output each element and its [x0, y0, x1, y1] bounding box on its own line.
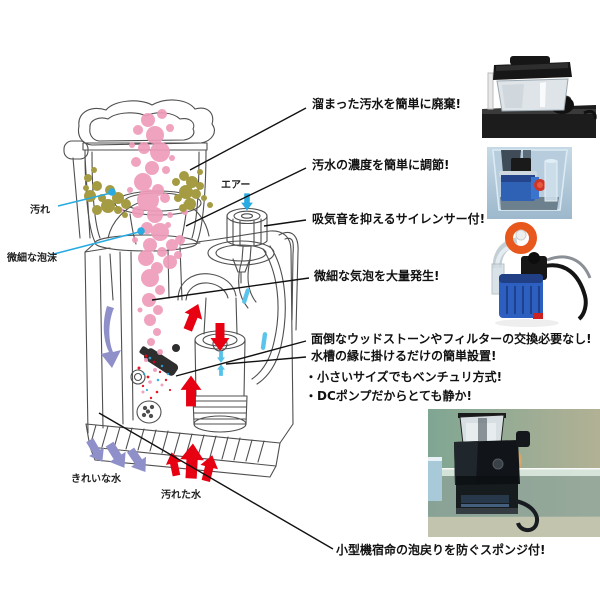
air-flow-marks	[217, 193, 268, 376]
label-air: エアー	[221, 180, 251, 191]
callout-no-replacement: 面倒なウッドストーンやフィルターの交換必要なし!	[311, 332, 592, 346]
label-dirty-water: 汚れた水	[161, 490, 201, 501]
dirt-particles	[83, 167, 213, 218]
photo-skimmer-on-tank	[428, 409, 600, 537]
callout-adjust-density: 汚水の濃度を簡単に調節!	[312, 158, 450, 172]
photo-waste-cup	[480, 53, 598, 140]
foam-bubbles	[117, 109, 188, 394]
clean-flow-arrows	[82, 306, 153, 478]
callout-sponge: 小型機宿命の泡戻りを防ぐスポンジ付!	[336, 543, 546, 557]
photo-pump-inside-body	[487, 147, 572, 219]
callout-silencer: 吸気音を抑えるサイレンサー付!	[312, 212, 486, 226]
microbubble-speckles	[137, 354, 172, 400]
bullet-venturi: ・小さいサイズでもベンチュリ方式!	[305, 370, 503, 384]
callout-leader-lines	[98, 107, 334, 550]
photo-dc-pump-venturi	[487, 222, 592, 332]
callout-dispose-waste: 溜まった汚水を簡単に廃棄!	[312, 97, 461, 111]
callout-fine-bubbles: 微細な気泡を大量発生!	[314, 269, 440, 283]
cyan-label-pointers	[49, 188, 145, 256]
label-fine-foam: 微細な泡沫	[7, 253, 57, 264]
callout-easy-install: 水槽の縁に掛けるだけの簡単設置!	[311, 349, 497, 363]
bullet-dc-pump-quiet: ・DCポンプだからとても静か!	[305, 389, 472, 403]
label-clean-water: きれいな水	[71, 474, 121, 485]
venturi-pump-block	[139, 344, 180, 376]
label-dirt: 汚れ	[30, 205, 50, 216]
skimmer-line-art	[63, 99, 299, 478]
